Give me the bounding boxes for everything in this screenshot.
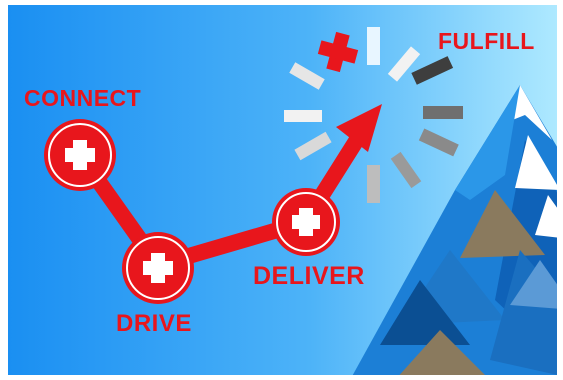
plus-icon — [65, 140, 95, 170]
spinner-tick — [367, 165, 380, 203]
plus-icon — [143, 253, 173, 283]
mountain-range — [352, 85, 557, 375]
node-connect — [44, 119, 116, 191]
label-connect: CONNECT — [24, 85, 142, 111]
spinner-tick — [390, 151, 422, 189]
spinner-tick — [289, 62, 325, 90]
process-path — [72, 104, 382, 273]
spinner-tick — [387, 46, 421, 82]
spinner-tick — [418, 128, 459, 157]
spinner-tick — [423, 106, 463, 119]
loading-spinner-icon — [284, 27, 463, 203]
label-drive: DRIVE — [116, 310, 192, 337]
spinner-red-plus — [317, 31, 359, 73]
node-drive — [122, 232, 194, 304]
spinner-tick — [284, 110, 322, 122]
spinner-tick — [294, 131, 332, 161]
plus-icon — [292, 208, 320, 236]
spinner-tick — [367, 27, 380, 65]
arrow-head-icon — [336, 104, 382, 152]
label-deliver: DELIVER — [253, 262, 365, 290]
node-deliver — [272, 188, 340, 256]
label-fulfill: FULFILL — [438, 28, 535, 54]
spinner-tick — [411, 56, 454, 85]
